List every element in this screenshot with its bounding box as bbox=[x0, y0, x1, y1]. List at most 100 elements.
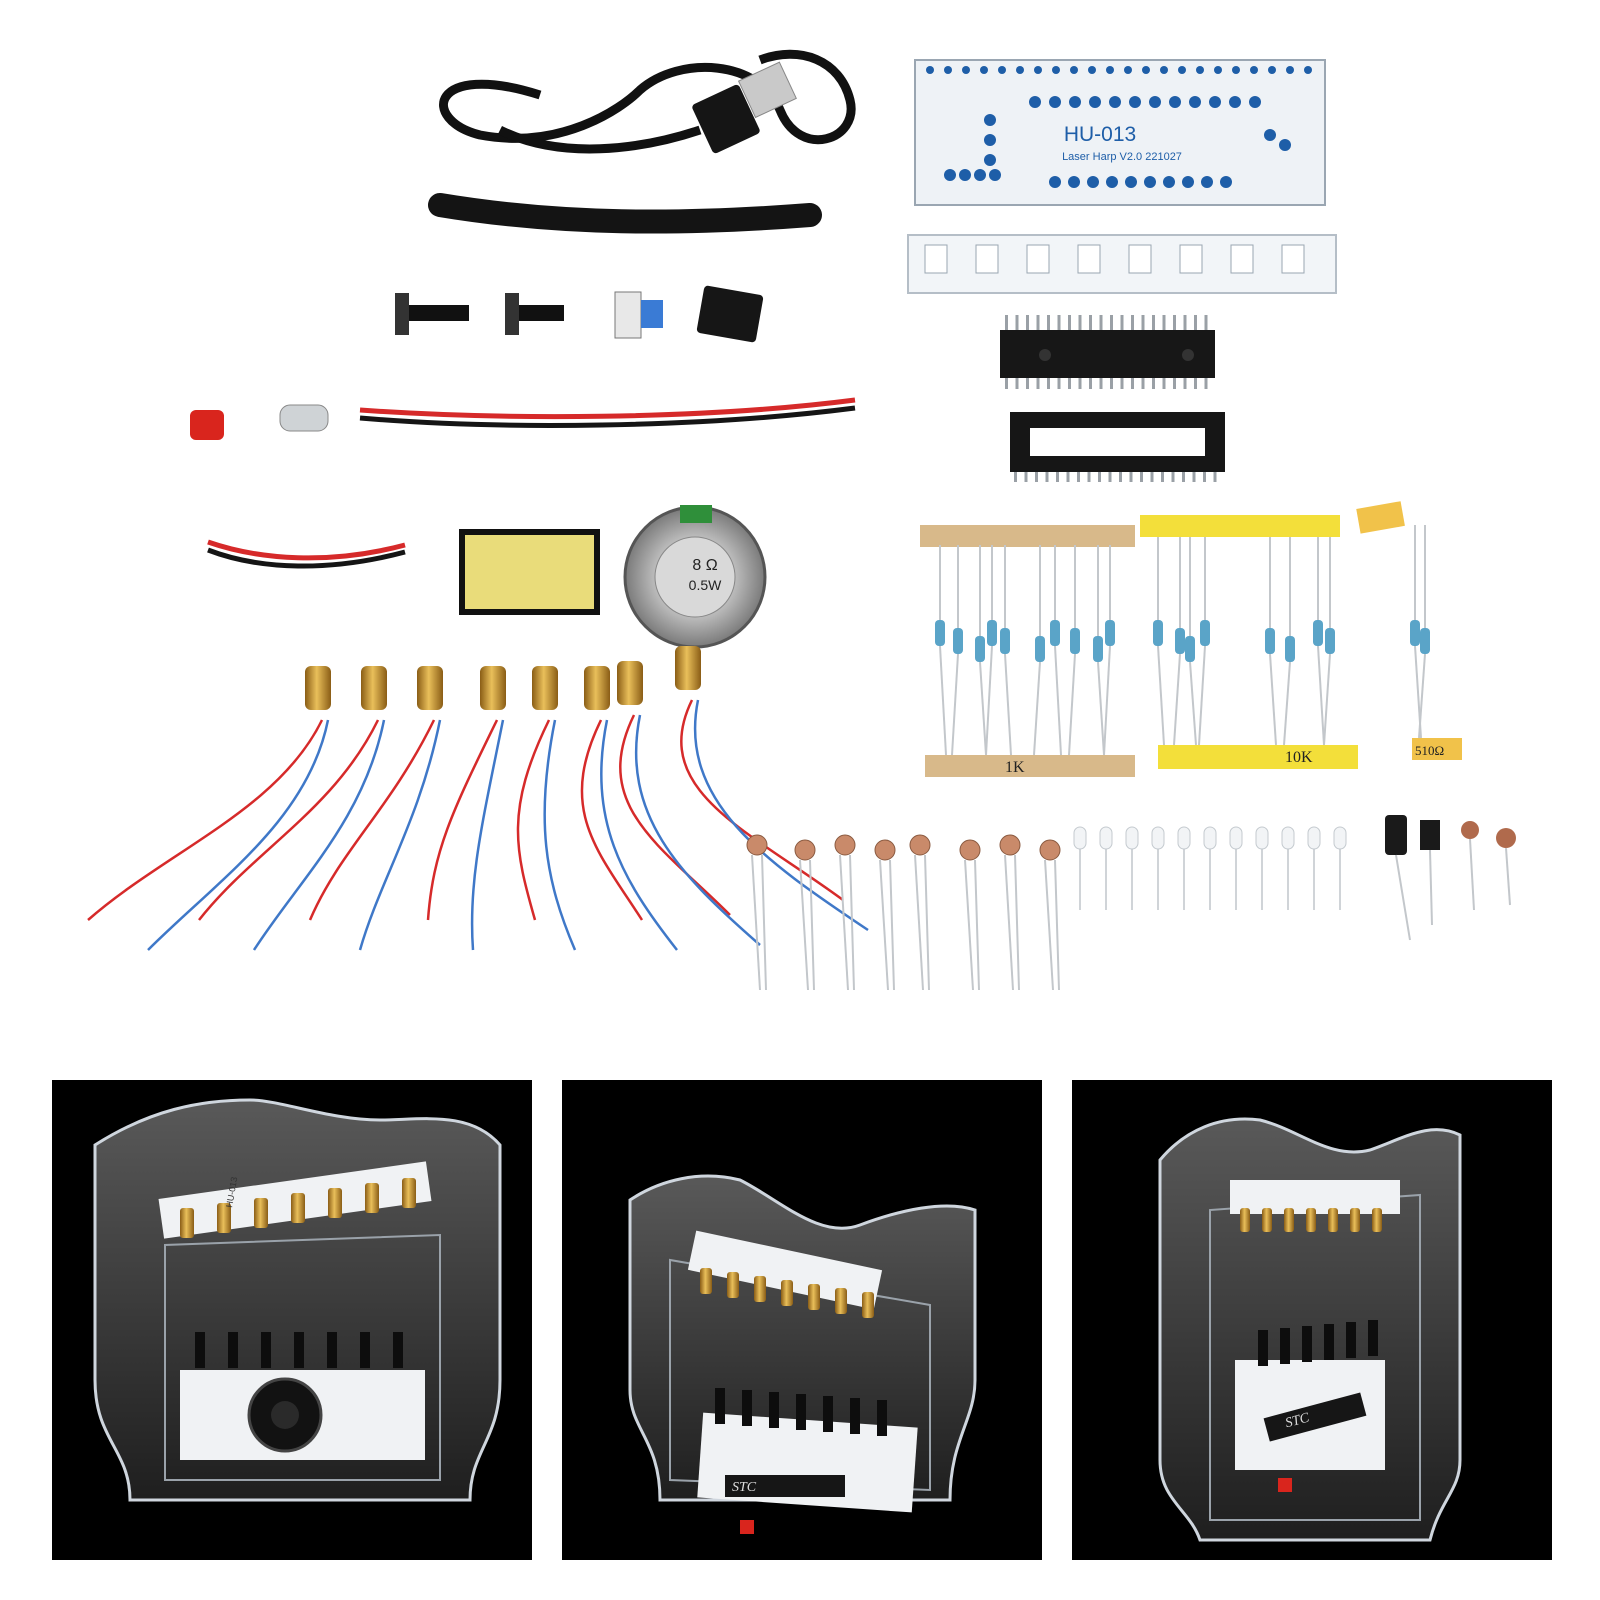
resistor-strip-10k: 10K bbox=[1140, 515, 1358, 769]
laser-wire-blue bbox=[358, 719, 442, 951]
socket-pin bbox=[1098, 472, 1101, 482]
photoresistor bbox=[909, 834, 931, 856]
pcb-pad bbox=[1149, 96, 1161, 108]
photoresistor bbox=[746, 834, 768, 856]
assembled-laser bbox=[727, 1272, 739, 1298]
resistor bbox=[935, 620, 945, 646]
pcb-pad bbox=[1169, 96, 1181, 108]
pcb-pad bbox=[1201, 176, 1213, 188]
assembled-sensor bbox=[360, 1332, 370, 1368]
assembled-sensor bbox=[327, 1332, 337, 1368]
clear-led bbox=[1073, 826, 1087, 850]
pcb-pad bbox=[959, 169, 971, 181]
resistor bbox=[1420, 628, 1430, 654]
laser-wire-blue bbox=[634, 714, 761, 946]
ic-pin bbox=[1110, 377, 1113, 389]
ic-pin bbox=[1099, 377, 1103, 389]
pcb-pad bbox=[1106, 176, 1118, 188]
ic-pin bbox=[1194, 377, 1197, 389]
heat-shrink-tube bbox=[428, 193, 822, 234]
ic-pin bbox=[1194, 315, 1197, 331]
capacitor-lead bbox=[1395, 854, 1411, 941]
resistor-lead bbox=[1054, 645, 1062, 756]
socket-pin bbox=[1077, 472, 1080, 482]
pcb-via bbox=[998, 66, 1006, 74]
assembled-sensor bbox=[1258, 1330, 1268, 1366]
power-wire-long bbox=[359, 397, 856, 428]
ic-pin bbox=[1120, 315, 1124, 331]
photoresistor-lead bbox=[1044, 859, 1054, 991]
ic-pin bbox=[1131, 377, 1134, 389]
photoresistor-lead bbox=[879, 859, 889, 991]
laser-wire-red bbox=[308, 719, 436, 921]
ic-pin bbox=[1047, 315, 1050, 331]
photoresistor bbox=[999, 834, 1021, 856]
laser-wire-blue bbox=[252, 719, 386, 951]
ic-pin bbox=[1173, 315, 1176, 331]
ic-pin bbox=[1183, 315, 1187, 331]
ic-pin bbox=[1141, 315, 1145, 331]
assembled-photo-1: HU-013 bbox=[52, 1080, 532, 1560]
resistor-strip-1k: 1K bbox=[920, 525, 1135, 777]
resistor-lead bbox=[1317, 645, 1325, 746]
chip-brand-label-3: STC bbox=[1284, 1410, 1312, 1431]
clear-led bbox=[1177, 826, 1191, 850]
laser-diode bbox=[584, 666, 610, 710]
pcb-via bbox=[1016, 66, 1024, 74]
assembled-laser bbox=[862, 1292, 874, 1318]
assembled-sensor bbox=[796, 1394, 806, 1430]
assembled-laser bbox=[835, 1288, 847, 1314]
resistor-lead bbox=[1033, 661, 1041, 756]
pcb-via bbox=[1034, 66, 1042, 74]
assembled-laser bbox=[1372, 1208, 1382, 1232]
ic-pin bbox=[1120, 377, 1124, 389]
resistor bbox=[1325, 628, 1335, 654]
pcb-via bbox=[980, 66, 988, 74]
assembled-sensor bbox=[715, 1388, 725, 1424]
assembled-sensor bbox=[1280, 1328, 1290, 1364]
laser-pad bbox=[1128, 244, 1152, 274]
resistor-lead bbox=[1097, 661, 1105, 756]
pcb-pad bbox=[1144, 176, 1156, 188]
resistor-lead bbox=[1173, 653, 1181, 746]
assembled-laser bbox=[291, 1193, 305, 1223]
assembled-laser bbox=[1284, 1208, 1294, 1232]
power-wire-short bbox=[207, 539, 406, 569]
assembled-laser bbox=[1262, 1208, 1272, 1232]
laser-wire-red bbox=[680, 699, 844, 902]
resistor-strip-510: 510Ω bbox=[1356, 501, 1462, 760]
socket-pin bbox=[1171, 472, 1175, 482]
clear-led bbox=[1151, 826, 1165, 850]
assembled-laser bbox=[402, 1178, 416, 1208]
assembled-sensor bbox=[1346, 1322, 1356, 1358]
laser-strip-pcb bbox=[907, 234, 1337, 294]
resistor bbox=[1153, 620, 1163, 646]
assembled-laser bbox=[254, 1198, 268, 1228]
ic-pin bbox=[1057, 377, 1061, 389]
resistor bbox=[987, 620, 997, 646]
pcb-via bbox=[1178, 66, 1186, 74]
clear-led bbox=[1203, 826, 1217, 850]
pcb-subtitle-label: Laser Harp V2.0 221027 bbox=[1062, 151, 1182, 163]
pcb-via bbox=[1196, 66, 1204, 74]
pcb-pad bbox=[1249, 96, 1261, 108]
ic-pin bbox=[1204, 377, 1208, 389]
laser-pad bbox=[1026, 244, 1050, 274]
assembled-sensor bbox=[261, 1332, 271, 1368]
ic-pin bbox=[1110, 315, 1113, 331]
pcb-model-label: HU-013 bbox=[1064, 123, 1136, 146]
pcb-via bbox=[926, 66, 934, 74]
pcb-pad bbox=[984, 134, 996, 146]
photoresistor-lead bbox=[751, 854, 761, 991]
assembled-sensor bbox=[1302, 1326, 1312, 1362]
laser-pad bbox=[1179, 244, 1203, 274]
ic-pin bbox=[1089, 315, 1092, 331]
small-components bbox=[746, 815, 1516, 991]
laser-wire-blue bbox=[600, 719, 678, 951]
resistor bbox=[975, 636, 985, 662]
laser-pad bbox=[1077, 244, 1101, 274]
resistor bbox=[1285, 636, 1295, 662]
ic-pin bbox=[1005, 315, 1008, 331]
resistor-lead bbox=[1323, 653, 1331, 746]
assembled-sensor bbox=[393, 1332, 403, 1368]
